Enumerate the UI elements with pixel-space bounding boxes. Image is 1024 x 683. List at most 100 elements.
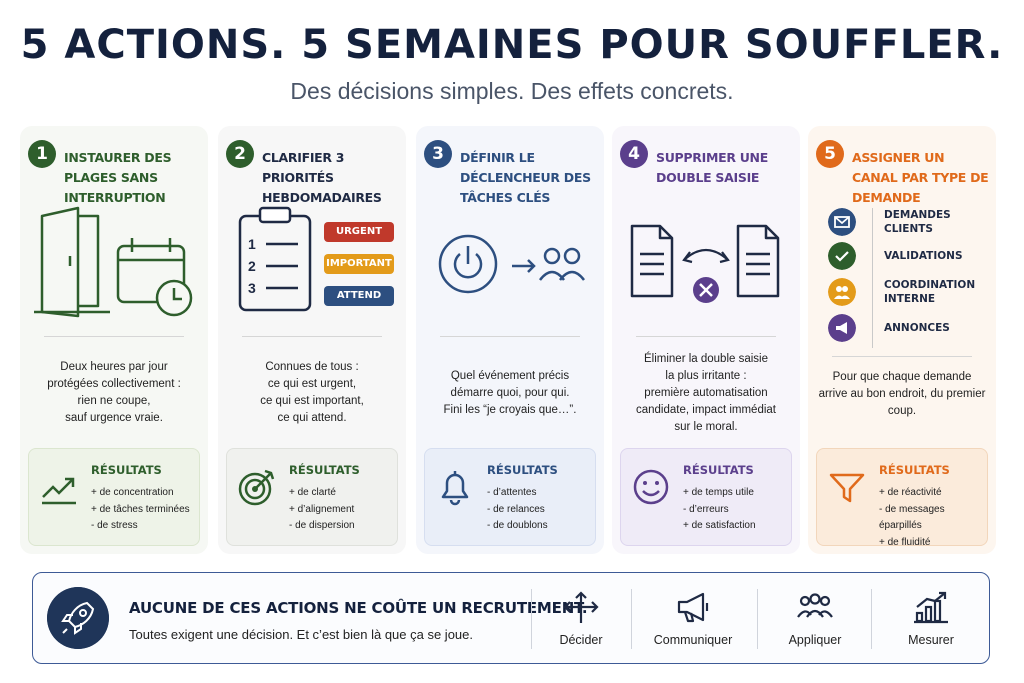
channel-label: DEMANDES CLIENTS [884,209,951,235]
result-item: + de satisfaction [683,520,756,531]
people-icon [539,247,585,281]
cancel-icon [693,277,719,303]
calendar-clock-icon [116,238,193,317]
page-subtitle: Des décisions simples. Des effets concre… [290,78,734,104]
action-label: Mesurer [908,633,954,647]
attend-tag: ATTEND [324,286,394,306]
channel-label: VALIDATIONS [884,250,963,262]
step-number: 5 [816,140,844,168]
list-number: 2 [248,258,256,274]
swap-arrows-icon [682,248,730,264]
action-appliquer: Appliquer [755,573,875,665]
results-box: RÉSULTATS + de clarté + d’alignement - d… [226,448,398,546]
card-description: Connues de tous : ce qui est urgent, ce … [260,361,364,424]
urgent-tag: URGENT [324,222,394,242]
channel-item: VALIDATIONS [828,240,988,272]
divider [832,356,972,357]
results-list: - d’attentes - de relances - de doublons [487,485,548,535]
action-label: Appliquer [788,633,842,647]
card-title: DÉFINIR LE DÉCLENCHEUR DES TÂCHES CLÉS [460,150,591,205]
divider [631,589,632,649]
step-number: 4 [620,140,648,168]
group-icon [828,278,856,306]
list-number: 1 [248,236,256,252]
target-icon [238,469,275,506]
channel-item: COORDINATION INTERNE [828,276,988,308]
megaphone-icon [828,314,856,342]
megaphone-icon [677,592,709,623]
result-item: + de tâches terminées [91,503,190,515]
card-description: Pour que chaque demande arrive au bon en… [818,370,986,417]
action-mesurer: Mesurer [871,573,991,665]
step-number: 2 [226,140,254,168]
action-card-4: 4 SUPPRIMER UNE DOUBLE SAISIE Éliminer l… [612,126,800,554]
results-list: + de réactivité - de messages éparpillés… [879,485,987,551]
action-card-3: 3 DÉFINIR LE DÉCLENCHEUR DES TÂCHES CLÉS… [416,126,604,554]
results-box: RÉSULTATS + de concentration + de tâches… [28,448,200,546]
action-communiquer: Communiquer [633,573,753,665]
double-entry-illustration [630,224,780,303]
result-item: - de messages éparpillés [879,503,945,532]
divider [531,589,532,649]
results-box: RÉSULTATS + de temps utile - d’erreurs +… [620,448,792,546]
card-title: ASSIGNER UN CANAL PAR TYPE DE DEMANDE [852,150,989,205]
team-icon [797,593,833,618]
important-tag: IMPORTANT [324,254,394,274]
result-item: - d’erreurs [683,503,729,515]
card-title: SUPPRIMER UNE DOUBLE SAISIE [656,150,768,185]
footer-title: AUCUNE DE CES ACTIONS NE COÛTE UN RECRUT… [129,599,588,617]
result-item: + d’alignement [289,503,355,515]
channel-label: COORDINATION INTERNE [884,279,976,305]
results-box: RÉSULTATS + de réactivité - de messages … [816,448,988,548]
channel-label: ANNONCES [884,322,950,334]
card-description: Quel événement précis démarre quoi, pour… [443,369,577,416]
divider [44,336,184,337]
divider [871,589,872,649]
trigger-illustration [438,234,585,294]
trend-up-icon [42,477,76,505]
action-card-1: 1 INSTAURER DES PLAGES SANS INTERRUPTION… [20,126,208,554]
results-list: + de clarté + d’alignement - de dispersi… [289,485,355,535]
door-icon [34,206,110,318]
result-item: + de clarté [289,487,336,498]
divider [757,589,758,649]
check-icon [828,242,856,270]
card-header: 4 SUPPRIMER UNE DOUBLE SAISIE [620,140,796,200]
results-label: RÉSULTATS [289,463,360,477]
results-label: RÉSULTATS [91,463,162,477]
rocket-icon [47,587,109,649]
result-item: + de réactivité [879,487,942,498]
card-title: CLARIFIER 3 PRIORITÉS HEBDOMADAIRES [262,150,382,205]
document-icon [630,224,674,298]
card-title: INSTAURER DES PLAGES SANS INTERRUPTION [64,150,172,205]
result-item: - d’attentes [487,487,537,498]
action-card-2: 2 CLARIFIER 3 PRIORITÉS HEBDOMADAIRES 1 … [218,126,406,554]
card-description: Éliminer la double saisie la plus irrita… [636,352,776,433]
card-description: Deux heures par jour protégées collectiv… [47,361,181,424]
result-item: + de fluidité [879,536,931,548]
channel-item: ANNONCES [828,312,988,344]
smiley-icon [633,469,669,505]
action-card-5: 5 ASSIGNER UN CANAL PAR TYPE DE DEMANDE … [808,126,996,554]
result-item: + de temps utile [683,487,754,498]
result-item: - de relances [487,503,545,515]
footer-banner: AUCUNE DE CES ACTIONS NE COÛTE UN RECRUT… [32,572,990,664]
divider [242,336,382,337]
step-number: 1 [28,140,56,168]
power-icon [438,234,498,294]
action-decider: Décider [521,573,641,665]
results-box: RÉSULTATS - d’attentes - de relances - d… [424,448,596,546]
card-header: 3 DÉFINIR LE DÉCLENCHEUR DES TÂCHES CLÉS [424,140,600,205]
card-header: 2 CLARIFIER 3 PRIORITÉS HEBDOMADAIRES [226,140,402,205]
card-header: 5 ASSIGNER UN CANAL PAR TYPE DE DEMANDE [816,140,992,205]
mail-icon [828,208,856,236]
step-number: 3 [424,140,452,168]
result-item: + de concentration [91,487,174,498]
clipboard-list-icon [238,206,312,312]
footer-subtitle: Toutes exigent une décision. Et c’est bi… [129,627,473,642]
page-title: 5 ACTIONS. 5 SEMAINES POUR SOUFFLER. [20,22,1004,68]
channel-item: DEMANDES CLIENTS [828,206,988,238]
funnel-icon [829,473,865,503]
results-label: RÉSULTATS [879,463,950,477]
result-item: - de dispersion [289,520,355,531]
